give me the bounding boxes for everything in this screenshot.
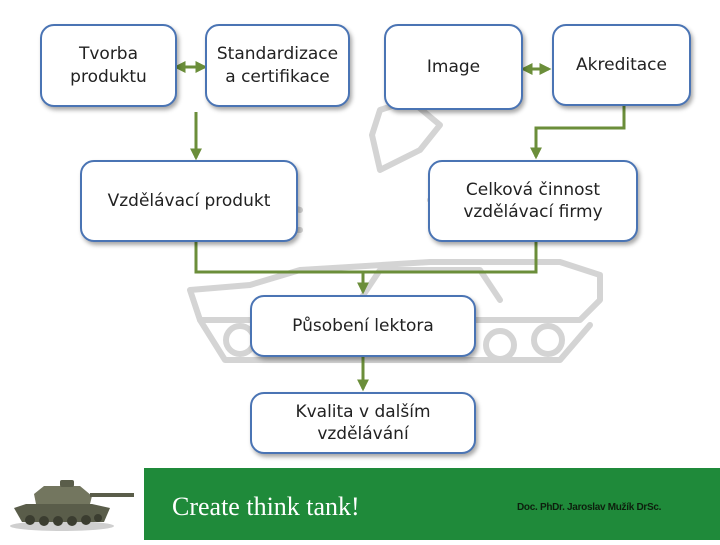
- box-image-label: Image: [426, 56, 481, 77]
- box-vzdelavaci-produkt: Vzdělávací produkt: [80, 160, 298, 242]
- box-akreditace: Akreditace: [552, 24, 691, 106]
- connector-layer: [173, 61, 626, 392]
- box-pusobeni-lektora: Působení lektora: [250, 295, 476, 357]
- footer-tagline: Create think tank!: [172, 492, 360, 521]
- box-vzdelavaci-produkt-label: Vzdělávací produkt: [107, 190, 271, 211]
- arrow-akreditace-cinnost: [530, 106, 626, 160]
- box-standardizace-label: Standardizace a certifikace: [216, 44, 339, 87]
- footer-band: [144, 468, 720, 540]
- tank-logo-icon: [10, 480, 134, 531]
- box-tvorba-label: Tvorba produktu: [70, 44, 147, 87]
- box-celkova-cinnost: Celková činnost vzdělávací firmy: [428, 160, 638, 242]
- box-image: Image: [384, 24, 523, 110]
- footer: Create think tank! Doc. PhDr. Jaroslav M…: [0, 468, 720, 540]
- box-akreditace-label: Akreditace: [576, 54, 667, 75]
- box-tvorba-produktu: Tvorba produktu: [40, 24, 177, 107]
- footer-author: Doc. PhDr. Jaroslav Mužík DrSc.: [517, 502, 662, 513]
- connector-merge: [194, 240, 538, 274]
- box-kvalita-label: Kvalita v dalším vzdělávání: [295, 401, 431, 444]
- footer-logo-area: [0, 468, 144, 540]
- box-pusobeni-lektora-label: Působení lektora: [292, 315, 434, 336]
- box-kvalita: Kvalita v dalším vzdělávání: [250, 392, 476, 454]
- box-celkova-cinnost-label: Celková činnost vzdělávací firmy: [463, 179, 603, 222]
- box-standardizace: Standardizace a certifikace: [205, 24, 350, 107]
